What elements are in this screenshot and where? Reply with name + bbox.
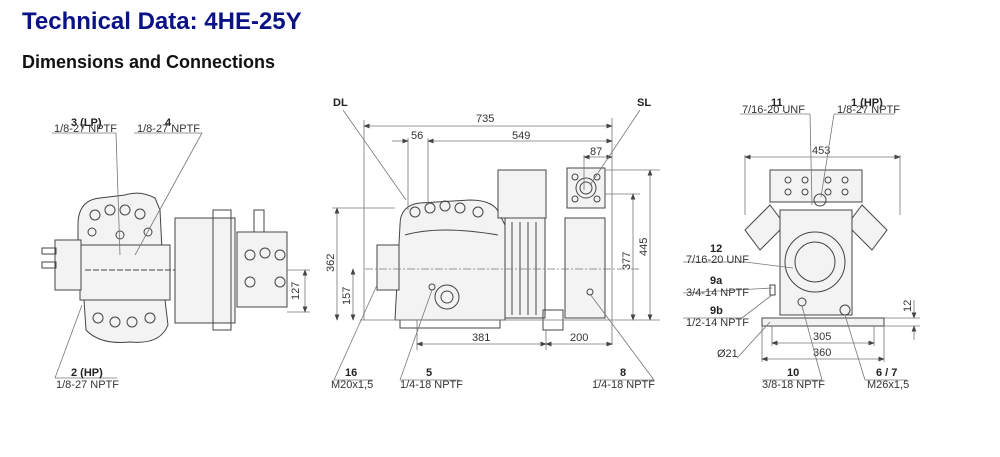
dim-381: 381 xyxy=(472,332,490,344)
callout-3-lp-spec: 1/8-27 NPTF xyxy=(54,123,117,135)
callout-1-hp-spec: 1/8-27 NPTF xyxy=(837,104,900,116)
dim-phi21: Ø21 xyxy=(717,348,738,360)
callout-8-spec: 1/4-18 NPTF xyxy=(592,379,655,391)
dim-445: 445 xyxy=(638,238,650,256)
callout-9b-spec: 1/2-14 NPTF xyxy=(686,317,749,329)
dim-127: 127 xyxy=(290,282,302,300)
callout-3-lp-num: 3 (LP) xyxy=(71,117,102,129)
callout-6-7-num: 6 / 7 xyxy=(876,367,897,379)
dim-360: 360 xyxy=(813,347,831,359)
dim-200: 200 xyxy=(570,332,588,344)
callout-5-num: 5 xyxy=(426,367,432,379)
callout-8-num: 8 xyxy=(620,367,626,379)
dim-157: 157 xyxy=(341,287,353,305)
dim-305: 305 xyxy=(813,331,831,343)
page-title: Technical Data: 4HE-25Y xyxy=(22,8,302,35)
callout-11-spec: 7/16-20 UNF xyxy=(742,104,805,116)
dim-87: 87 xyxy=(590,146,602,158)
dim-377: 377 xyxy=(621,252,633,270)
callout-4-spec: 1/8-27 NPTF xyxy=(137,123,200,135)
callout-16-num: 16 xyxy=(345,367,357,379)
callout-9b-num: 9b xyxy=(710,305,723,317)
label-dl: DL xyxy=(333,97,348,109)
dim-56: 56 xyxy=(411,130,423,142)
front-view: 453 12 305 360 Ø21 11 7/16-20 UNF 1 (HP)… xyxy=(682,97,920,391)
dim-735: 735 xyxy=(476,113,494,125)
callout-16-spec: M20x1,5 xyxy=(331,379,373,391)
callout-11-num: 11 xyxy=(771,97,783,109)
callout-12-num: 12 xyxy=(710,243,722,255)
callout-5-spec: 1/4-18 NPTF xyxy=(400,379,463,391)
callout-12-spec: 7/16-20 UNF xyxy=(686,254,749,266)
callout-2-hp-spec: 1/8-27 NPTF xyxy=(56,379,119,391)
callout-1-hp-num: 1 (HP) xyxy=(851,97,883,109)
callout-10-num: 10 xyxy=(787,367,799,379)
side-view: 735 56 549 87 362 157 377 445 381 200 DL… xyxy=(325,97,660,391)
top-view: 127 3 (LP) 1/8-27 NPTF 4 1/8-27 NPTF 2 (… xyxy=(41,117,310,391)
callout-10-spec: 3/8-18 NPTF xyxy=(762,379,825,391)
dim-453: 453 xyxy=(812,145,830,157)
section-title: Dimensions and Connections xyxy=(22,52,276,72)
callout-6-7-spec: M26x1,5 xyxy=(867,379,909,391)
callout-4-num: 4 xyxy=(165,117,172,129)
dim-549: 549 xyxy=(512,130,530,142)
dim-362: 362 xyxy=(325,254,337,272)
callout-2-hp-num: 2 (HP) xyxy=(71,367,103,379)
callout-9a-spec: 3/4-14 NPTF xyxy=(686,287,749,299)
label-sl: SL xyxy=(637,97,651,109)
dim-12: 12 xyxy=(902,300,914,312)
callout-9a-num: 9a xyxy=(710,275,723,287)
